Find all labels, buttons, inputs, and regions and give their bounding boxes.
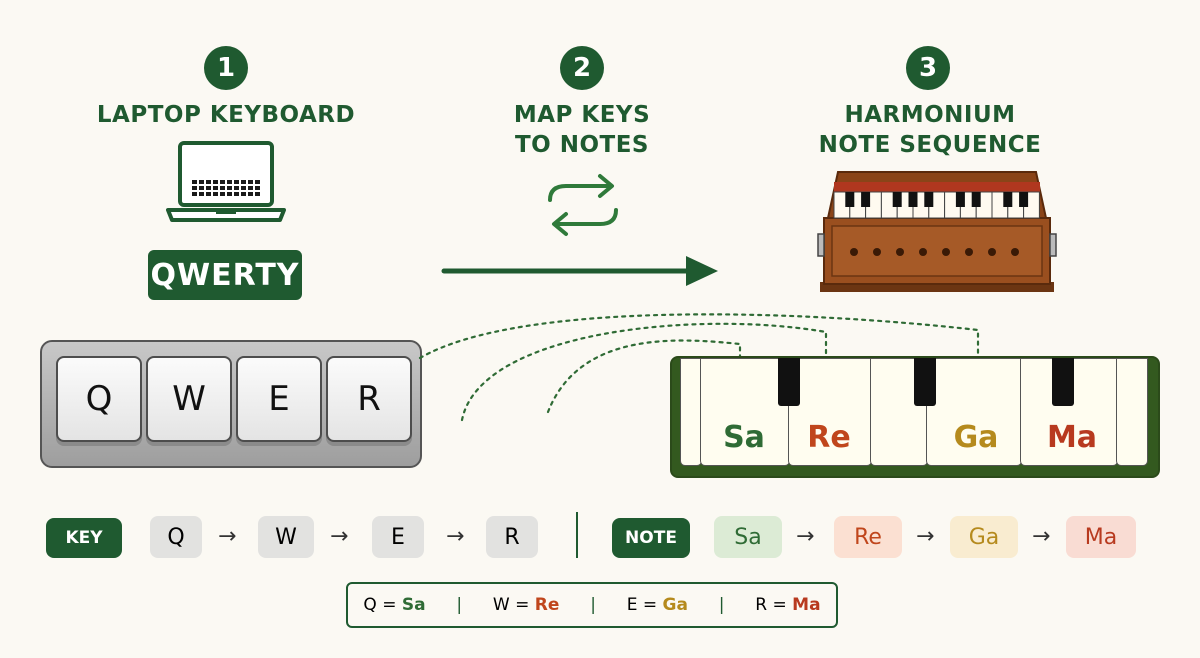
right-arrow-icon (441, 256, 718, 286)
legend-item-r: R = Ma (755, 595, 821, 615)
keyboard-key-e[interactable]: E (236, 356, 322, 442)
piano-note-label-re: Re (807, 420, 851, 455)
legend-item-w: W = Re (492, 595, 560, 615)
piano-note-label-sa: Sa (723, 420, 765, 455)
keyboard-key-w[interactable]: W (146, 356, 232, 442)
sequence-arrow: → (1032, 524, 1051, 549)
step-1-title: LAPTOP KEYBOARD (96, 100, 356, 130)
piano-note-label-ma: Ma (1046, 420, 1098, 455)
note-tag: NOTE (612, 518, 690, 558)
sequence-note-re: Re (834, 516, 902, 558)
sequence-arrow: → (796, 524, 815, 549)
qwerty-badge: QWERTY (148, 250, 302, 300)
piano-key-ga[interactable] (926, 358, 1022, 466)
legend-separator: | (718, 595, 725, 615)
harmonium-icon (817, 171, 1057, 292)
piano-black-key[interactable] (914, 358, 936, 406)
sequence-key-q: Q (150, 516, 202, 558)
step-3-title-line-1: HARMONIUM (844, 102, 1016, 128)
step-3-title-line-2: NOTE SEQUENCE (818, 132, 1042, 158)
sequence-arrow: → (330, 524, 349, 549)
step-2-title-line-2: TO NOTES (514, 132, 649, 158)
mapping-legend: Q = Sa | W = Re | E = Ga | R = Ma (346, 582, 838, 628)
step-1-title-line: LAPTOP KEYBOARD (96, 102, 356, 128)
piano-black-key[interactable] (1052, 358, 1074, 406)
piano-note-label-ga: Ga (953, 420, 999, 455)
sequence-arrow: → (218, 524, 237, 549)
sequence-key-r: R (486, 516, 538, 558)
step-2-title-line-1: MAP KEYS (513, 102, 651, 128)
step-2-title: MAP KEYS TO NOTES (460, 100, 704, 160)
legend-separator: | (456, 595, 463, 615)
step-1-number: 1 (204, 46, 248, 90)
sequence-key-e: E (372, 516, 424, 558)
step-2-number: 2 (560, 46, 604, 90)
sequence-key-w: W (258, 516, 314, 558)
legend-item-q: Q = Sa (363, 595, 426, 615)
key-tag: KEY (46, 518, 122, 558)
sequence-note-ma: Ma (1066, 516, 1136, 558)
keyboard-key-r[interactable]: R (326, 356, 412, 442)
sequence-divider (576, 512, 578, 558)
piano-white-key[interactable] (680, 358, 702, 466)
sequence-note-ga: Ga (950, 516, 1018, 558)
laptop-icon (166, 141, 286, 222)
step-3-title: HARMONIUM NOTE SEQUENCE (800, 100, 1060, 160)
keyboard-key-q[interactable]: Q (56, 356, 142, 442)
piano-white-key[interactable] (1116, 358, 1148, 466)
sequence-arrow: → (446, 524, 465, 549)
sequence-note-sa: Sa (714, 516, 782, 558)
legend-separator: | (590, 595, 596, 615)
piano-black-key[interactable] (778, 358, 800, 406)
sequence-arrow: → (916, 524, 935, 549)
step-3-number: 3 (906, 46, 950, 90)
piano-key-re[interactable] (788, 358, 872, 466)
swap-arrows-icon (548, 174, 618, 236)
legend-item-e: E = Ga (626, 595, 688, 615)
